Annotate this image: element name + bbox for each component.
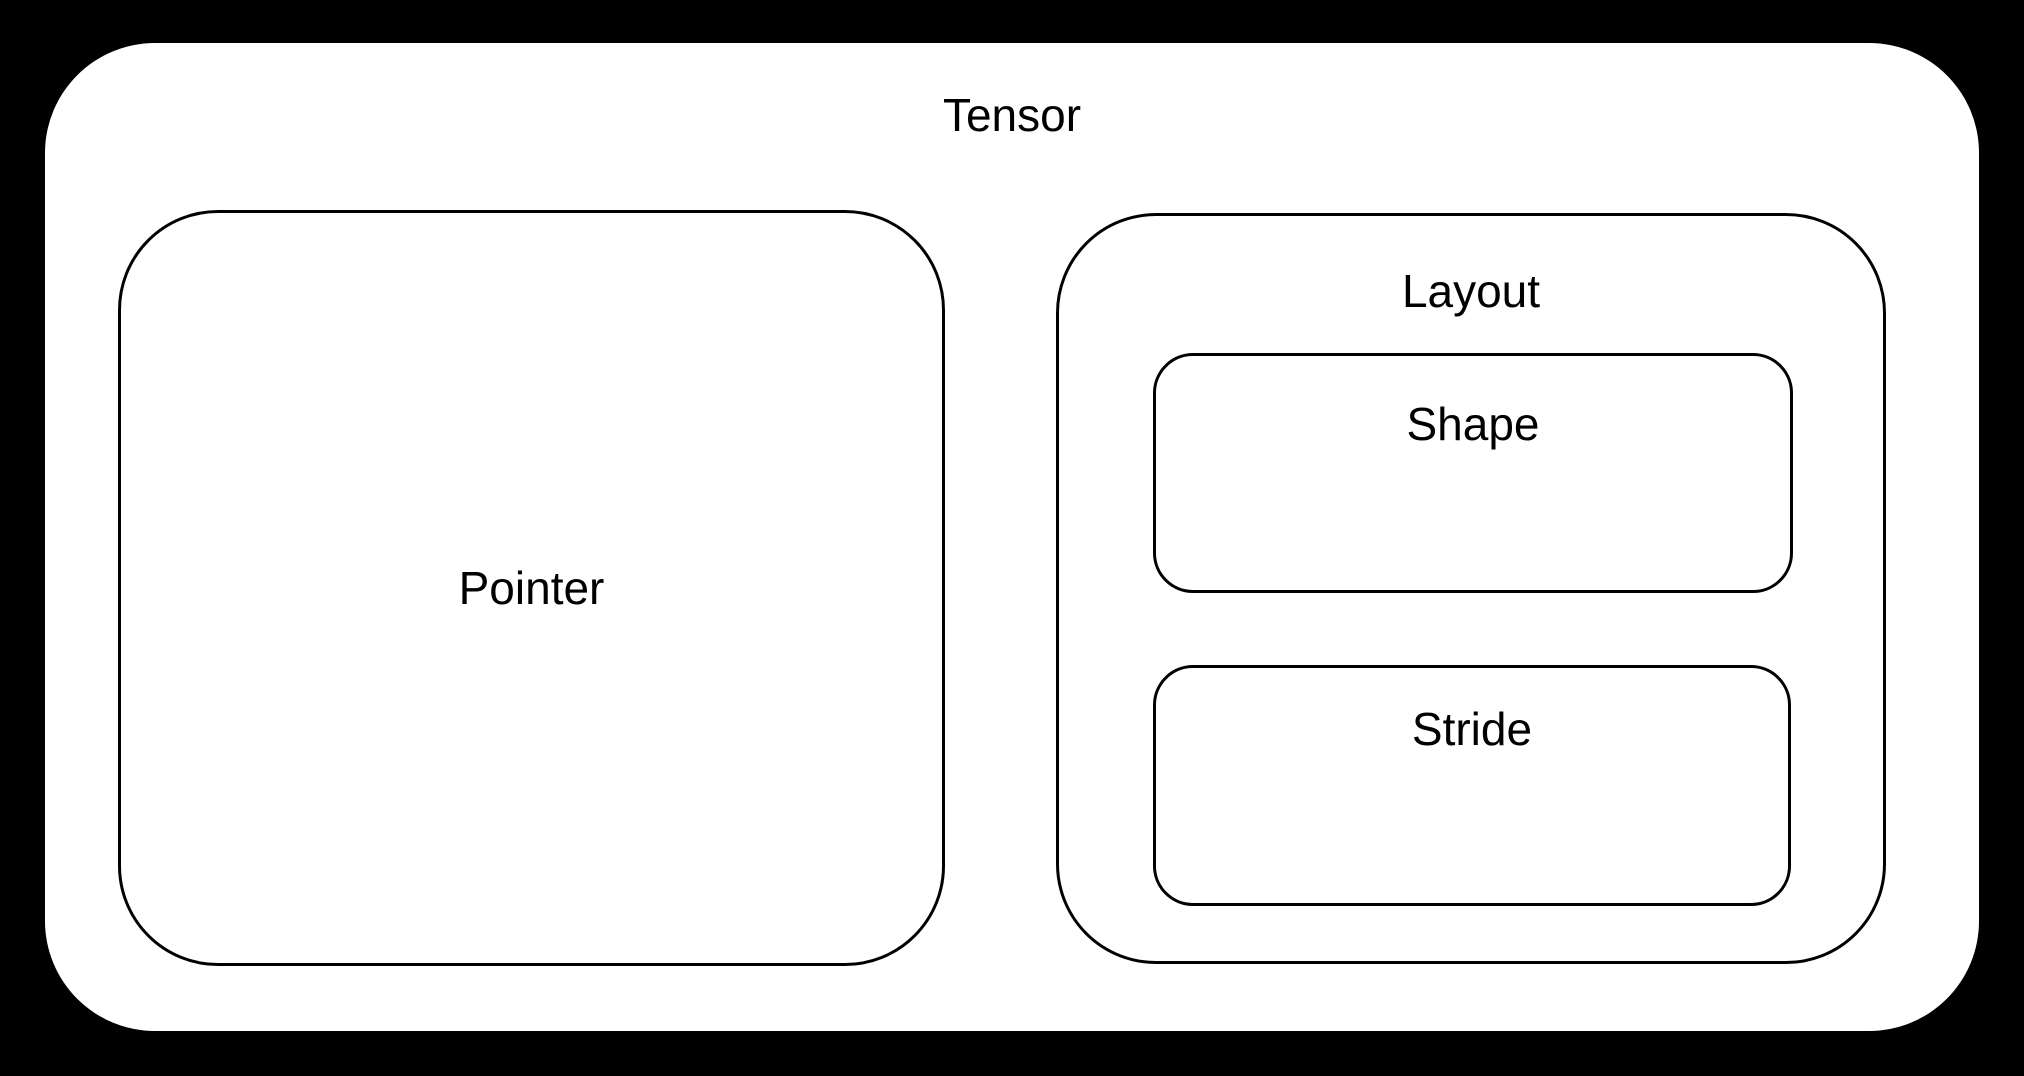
tensor-title: Tensor bbox=[942, 89, 1082, 141]
shape-label: Shape bbox=[1406, 398, 1540, 450]
layout-box: Layout Shape Stride bbox=[1056, 213, 1886, 964]
tensor-container-box: Tensor Pointer Layout Shape Stride bbox=[45, 43, 1979, 1031]
layout-title: Layout bbox=[1401, 265, 1541, 317]
stride-box: Stride bbox=[1153, 665, 1791, 906]
shape-box: Shape bbox=[1153, 353, 1793, 593]
pointer-box: Pointer bbox=[118, 210, 945, 966]
pointer-label: Pointer bbox=[458, 562, 605, 614]
stride-label: Stride bbox=[1411, 703, 1533, 755]
